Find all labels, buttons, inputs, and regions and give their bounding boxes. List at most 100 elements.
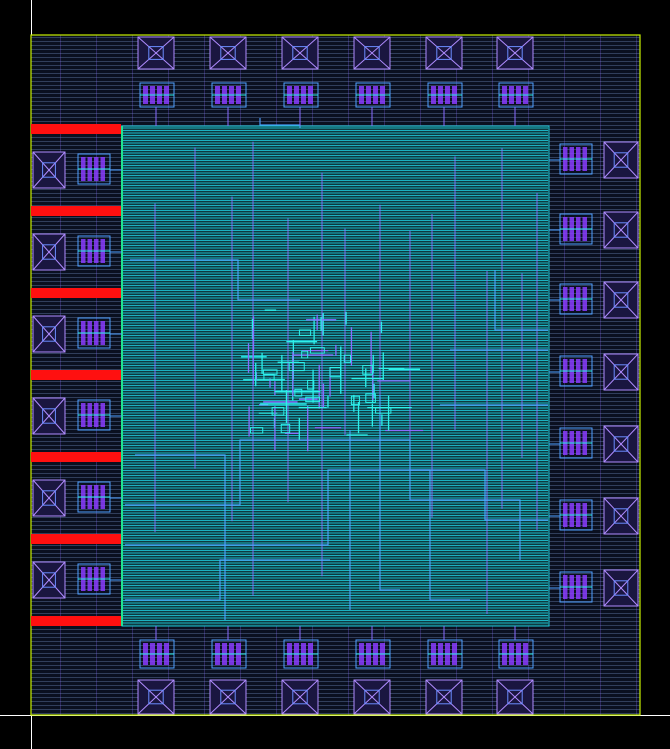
pad-diagonal (603, 353, 639, 391)
pad-core (292, 46, 308, 60)
core-area (121, 118, 550, 627)
pad-core (613, 152, 629, 168)
bottom-pad (137, 679, 175, 715)
pad-diagonal (425, 36, 463, 70)
pad-diagonal (209, 36, 247, 70)
pad-core (292, 689, 308, 705)
left-pad-driver (77, 235, 111, 267)
right-pad (603, 353, 639, 391)
bottom-pad-driver (427, 639, 463, 669)
pad-core (42, 244, 56, 260)
pad-core (613, 436, 629, 452)
left-pad-driver (77, 563, 111, 595)
left-pad-driver (77, 317, 111, 349)
bottom-pad (496, 679, 534, 715)
top-pad (425, 36, 463, 70)
core-route (125, 469, 470, 601)
power-strap (31, 534, 121, 544)
cluster-cell (343, 354, 352, 363)
pad-diagonal (496, 36, 534, 70)
core-route (125, 439, 521, 560)
pad-core (613, 508, 629, 524)
core-signal-routes (125, 118, 548, 620)
bottom-pad (353, 679, 391, 715)
right-pad-driver (559, 499, 593, 531)
pad-diagonal (32, 397, 66, 435)
top-pad-driver (355, 82, 391, 108)
power-strap (31, 288, 121, 298)
cluster-cell (280, 423, 291, 434)
core-horizontal-metal (123, 127, 548, 624)
bottom-pad (209, 679, 247, 715)
right-pad (603, 211, 639, 249)
top-pad (496, 36, 534, 70)
bottom-pad-driver (139, 639, 175, 669)
cluster-cell (309, 347, 325, 354)
pad-diagonal (603, 281, 639, 319)
core-route (135, 454, 226, 620)
pad-diagonal (353, 679, 391, 715)
cluster-cell (301, 350, 309, 359)
cluster-cell (375, 407, 392, 414)
top-pad (353, 36, 391, 70)
right-pad-driver (559, 143, 593, 175)
pad-core (148, 46, 164, 60)
pad-core (613, 292, 629, 308)
cluster-cell (305, 396, 320, 403)
right-pad-driver (559, 427, 593, 459)
right-pad-driver (559, 571, 593, 603)
left-pad (32, 479, 66, 517)
top-pad-driver (211, 82, 247, 108)
right-pad-driver (559, 355, 593, 387)
pad-core (613, 580, 629, 596)
power-strap (31, 124, 121, 134)
core-logic-cluster (241, 309, 424, 452)
pad-diagonal (603, 425, 639, 463)
power-strap (31, 616, 121, 626)
cluster-cell (262, 369, 278, 375)
pad-core (220, 689, 236, 705)
cluster-cell (350, 395, 360, 406)
cluster-cell (307, 379, 315, 390)
top-pad (281, 36, 319, 70)
pad-core (436, 46, 452, 60)
pad-core (42, 326, 56, 342)
pad-diagonal (32, 315, 66, 353)
pad-core (507, 46, 523, 60)
core-fill (122, 126, 549, 626)
pad-diagonal (425, 679, 463, 715)
pad-diagonal (281, 36, 319, 70)
pad-diagonal (353, 36, 391, 70)
right-pad-driver (559, 283, 593, 315)
io-pads (32, 36, 639, 715)
pad-core (507, 689, 523, 705)
left-pad-driver (77, 481, 111, 513)
pad-diagonal (603, 497, 639, 535)
left-pad-driver (77, 399, 111, 431)
left-pad-driver (77, 153, 111, 185)
left-pad (32, 315, 66, 353)
pad-diagonal (32, 233, 66, 271)
cluster-cell (294, 388, 303, 397)
bottom-pad-driver (498, 639, 534, 669)
top-pad (209, 36, 247, 70)
left-pad (32, 561, 66, 599)
left-pad (32, 151, 66, 189)
core-boundary (121, 125, 550, 627)
left-pad (32, 233, 66, 271)
pad-core (364, 46, 380, 60)
pad-core (220, 46, 236, 60)
pad-diagonal (209, 679, 247, 715)
cluster-cell (362, 365, 374, 375)
right-pad (603, 425, 639, 463)
right-pad (603, 569, 639, 607)
power-strap (31, 452, 121, 462)
cluster-cell (249, 427, 264, 434)
pad-core (436, 689, 452, 705)
pad-core (42, 572, 56, 588)
pad-diagonal (603, 569, 639, 607)
pad-diagonal (32, 151, 66, 189)
pad-diagonal (137, 36, 175, 70)
power-strap (31, 370, 121, 380)
